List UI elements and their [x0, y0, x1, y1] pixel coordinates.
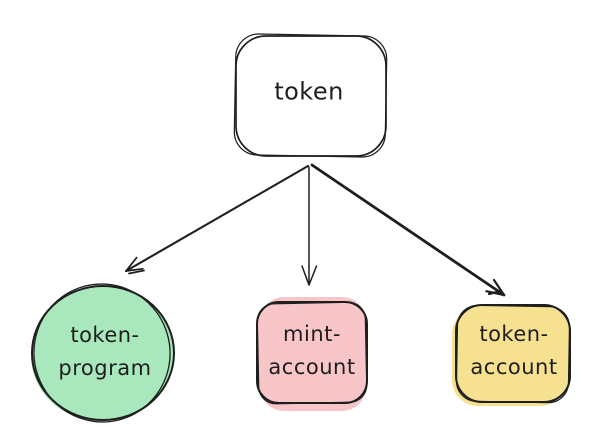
node-token-rect-sketch [233, 33, 388, 158]
node-token-rect[interactable] [235, 35, 387, 157]
node-token-account-rect[interactable] [455, 304, 571, 403]
edge-line [124, 164, 310, 273]
ink-group [19, 33, 571, 437]
edge-token-to-token-account[interactable] [310, 163, 506, 297]
node-token-program-shape[interactable] [19, 270, 184, 437]
node-mint-account-rect-sketch [256, 301, 368, 405]
edge-line [310, 163, 506, 297]
edge-token-to-mint-account[interactable] [301, 166, 318, 286]
node-token-program-circle[interactable] [31, 285, 175, 421]
edge-token-to-token-program[interactable] [124, 164, 310, 275]
node-mint-account-shape[interactable] [256, 297, 368, 411]
arrowhead [485, 278, 506, 297]
node-token-account-rect-sketch [455, 304, 571, 404]
arrowhead [125, 256, 145, 275]
node-token-program-circle-sketch [33, 283, 171, 423]
node-token-shape[interactable] [233, 33, 388, 158]
arrowhead [301, 265, 318, 286]
node-token-account-shape[interactable] [452, 304, 571, 406]
node-mint-account-rect[interactable] [256, 301, 368, 404]
